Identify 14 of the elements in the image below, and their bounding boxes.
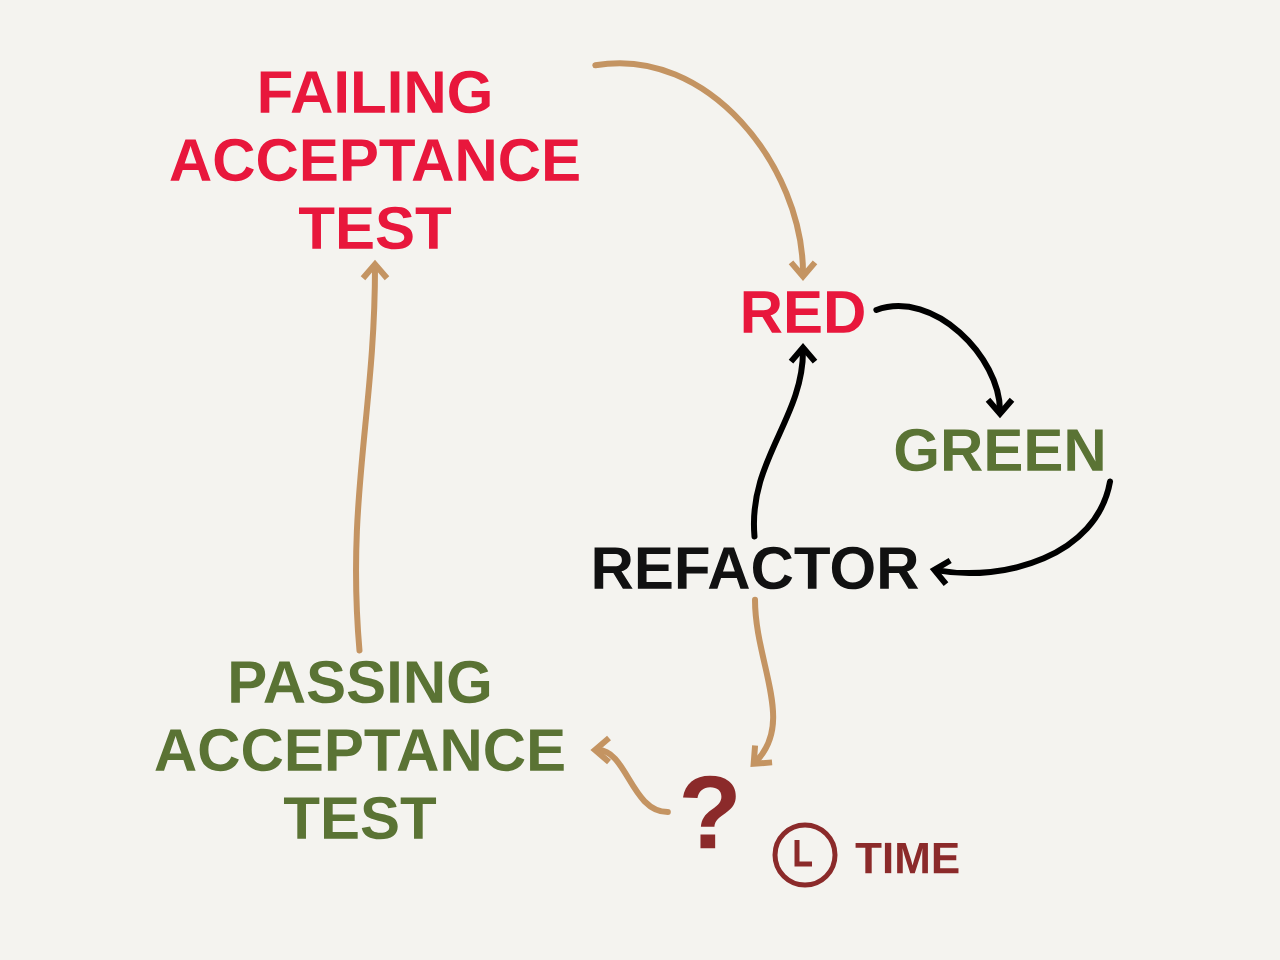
arrow (751, 343, 818, 540)
node-label: PASSING ACCEPTANCE TEST (155, 660, 564, 840)
node-label: GREEN (895, 428, 1103, 472)
node-label: FAILING ACCEPTANCE TEST (170, 70, 579, 250)
arrow (592, 60, 818, 281)
arrow (750, 596, 777, 768)
arrow (929, 478, 1114, 586)
node-label: RED (743, 291, 864, 333)
node-label: ? (683, 775, 736, 849)
arrow (590, 735, 671, 815)
node-label: REFACTOR (594, 546, 919, 590)
time-label: TIME (855, 842, 959, 874)
arrow (873, 303, 1015, 419)
arrow (353, 259, 390, 654)
